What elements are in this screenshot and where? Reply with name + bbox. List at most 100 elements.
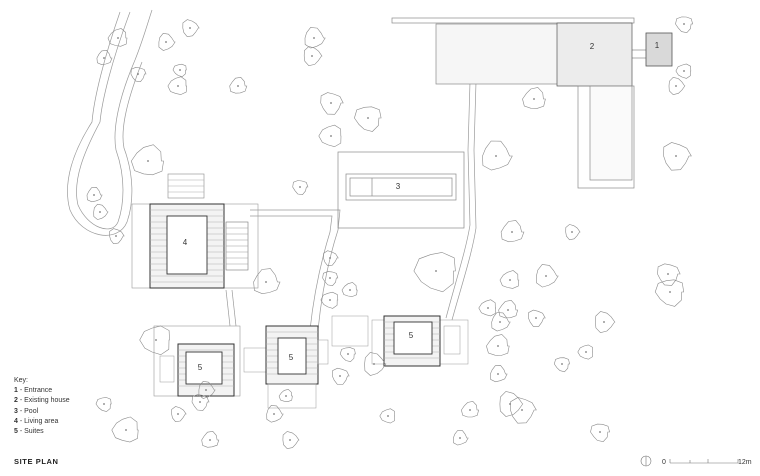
- tree-canopy: [201, 430, 220, 448]
- tree-canopy: [96, 49, 113, 66]
- tree-canopy: [379, 408, 396, 424]
- label-suite-b: 5: [289, 353, 294, 362]
- tree-canopy: [322, 271, 339, 287]
- tree-trunk: [237, 85, 239, 87]
- tree-trunk: [469, 409, 471, 411]
- tree-trunk: [373, 363, 375, 365]
- tree-trunk: [533, 98, 535, 100]
- entrance-block: [645, 32, 673, 67]
- tree-trunk: [289, 439, 291, 441]
- tree-trunk: [585, 351, 587, 353]
- tree-trunk: [155, 339, 157, 341]
- tree-trunk: [521, 409, 523, 411]
- living-area: [131, 173, 259, 289]
- tree-canopy: [86, 187, 103, 203]
- tree-canopy: [93, 203, 109, 220]
- tree-trunk: [189, 27, 191, 29]
- tree-trunk: [330, 102, 332, 104]
- tree-trunk: [497, 345, 499, 347]
- tree-canopy: [278, 388, 293, 403]
- tree-trunk: [93, 194, 95, 196]
- page-title: SITE PLAN: [14, 457, 59, 466]
- pool: [337, 151, 465, 229]
- tree-canopy: [191, 394, 210, 411]
- tree-trunk: [177, 85, 179, 87]
- tree-trunk: [313, 37, 315, 39]
- tree-trunk: [603, 321, 605, 323]
- tree-canopy: [266, 405, 284, 423]
- legend-key: Key: 1 - Entrance 2 - Existing house 3 -…: [14, 376, 70, 437]
- tree-canopy: [292, 180, 309, 196]
- tree-trunk: [165, 41, 167, 43]
- tree-canopy: [172, 63, 187, 78]
- tree-canopy: [590, 423, 610, 443]
- tree-canopy: [253, 268, 281, 295]
- tree-canopy: [303, 46, 323, 67]
- tree-canopy: [341, 282, 358, 297]
- existing-house: [435, 22, 635, 189]
- tree-trunk: [339, 375, 341, 377]
- tree-canopy: [522, 87, 546, 109]
- tree-canopy: [553, 357, 570, 373]
- tree-trunk: [179, 69, 181, 71]
- tree-canopy: [182, 19, 200, 38]
- tree-canopy: [320, 92, 344, 115]
- tree-trunk: [330, 135, 332, 137]
- tree-trunk: [137, 73, 139, 75]
- tree-canopy: [528, 309, 546, 327]
- tree-canopy: [109, 228, 125, 245]
- tree-trunk: [675, 85, 677, 87]
- tree-canopy: [304, 27, 326, 49]
- tree-canopy: [500, 220, 525, 243]
- trees: [86, 16, 694, 450]
- tree-canopy: [565, 224, 581, 241]
- label-suite-c: 5: [409, 331, 414, 340]
- tree-canopy: [478, 299, 497, 317]
- tree-canopy: [107, 28, 128, 47]
- tree-trunk: [299, 186, 301, 188]
- tree-canopy: [577, 344, 594, 360]
- tree-canopy: [489, 365, 508, 383]
- legend-item: 5 - Suites: [14, 428, 44, 436]
- tree-canopy: [364, 352, 387, 376]
- tree-trunk: [599, 431, 601, 433]
- tree-trunk: [495, 155, 497, 157]
- tree-trunk: [387, 415, 389, 417]
- tree-trunk: [669, 291, 671, 293]
- tree-trunk: [329, 299, 331, 301]
- tree-canopy: [171, 406, 187, 423]
- tree-trunk: [209, 439, 211, 441]
- legend-item: 1 - Entrance: [14, 387, 53, 395]
- tree-canopy: [486, 334, 510, 356]
- scale-bar: [669, 459, 739, 464]
- label-existing-house: 2: [590, 42, 595, 51]
- tree-trunk: [329, 277, 331, 279]
- tree-canopy: [229, 76, 248, 94]
- north-arrow-icon: [640, 455, 652, 467]
- tree-trunk: [147, 160, 149, 162]
- tree-trunk: [99, 211, 101, 213]
- tree-canopy: [130, 144, 164, 176]
- tree-canopy: [654, 279, 685, 307]
- tree-canopy: [139, 325, 170, 356]
- tree-canopy: [282, 431, 300, 450]
- suite-c: [331, 315, 469, 367]
- tree-canopy: [130, 66, 147, 83]
- tree-trunk: [103, 403, 105, 405]
- tree-trunk: [499, 321, 501, 323]
- tree-trunk: [535, 317, 537, 319]
- tree-trunk: [367, 117, 369, 119]
- tree-trunk: [177, 413, 179, 415]
- tree-trunk: [435, 270, 437, 272]
- tree-canopy: [491, 312, 511, 332]
- tree-canopy: [323, 250, 339, 266]
- tree-trunk: [571, 231, 573, 233]
- tree-trunk: [561, 363, 563, 365]
- tree-trunk: [285, 395, 287, 397]
- tree-trunk: [115, 235, 117, 237]
- tree-canopy: [339, 347, 356, 363]
- tree-trunk: [265, 281, 267, 283]
- tree-trunk: [117, 37, 119, 39]
- legend-item: 4 - Living area: [14, 417, 59, 425]
